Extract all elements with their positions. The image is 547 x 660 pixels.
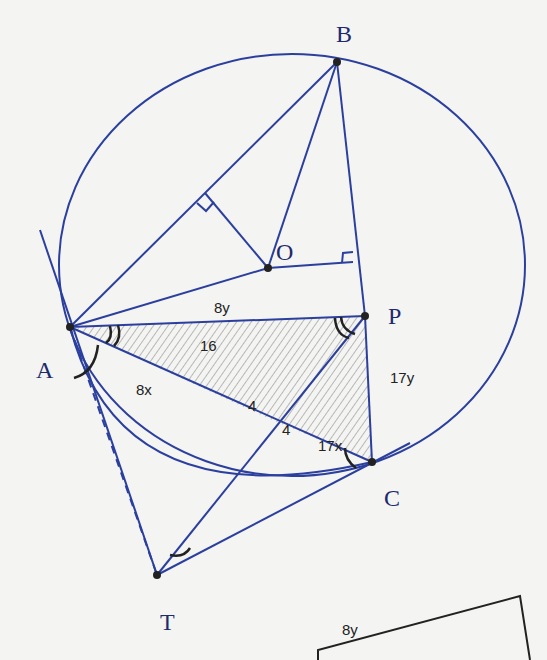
segment-label: 17x	[318, 438, 342, 453]
segment-label: 17y	[390, 370, 414, 385]
point-label: P	[388, 304, 401, 328]
area-label: 16	[200, 338, 217, 353]
point-label: T	[160, 610, 175, 634]
point-label: C	[384, 486, 400, 510]
point-label: O	[276, 240, 293, 264]
point-label: A	[36, 358, 53, 382]
segment-label: 8y	[214, 300, 230, 315]
area-label: 4	[248, 398, 256, 413]
area-label: 4	[282, 422, 290, 437]
point-label: B	[336, 22, 352, 46]
segment-label: 8x	[136, 382, 152, 397]
segment-label: 8y	[342, 622, 358, 637]
